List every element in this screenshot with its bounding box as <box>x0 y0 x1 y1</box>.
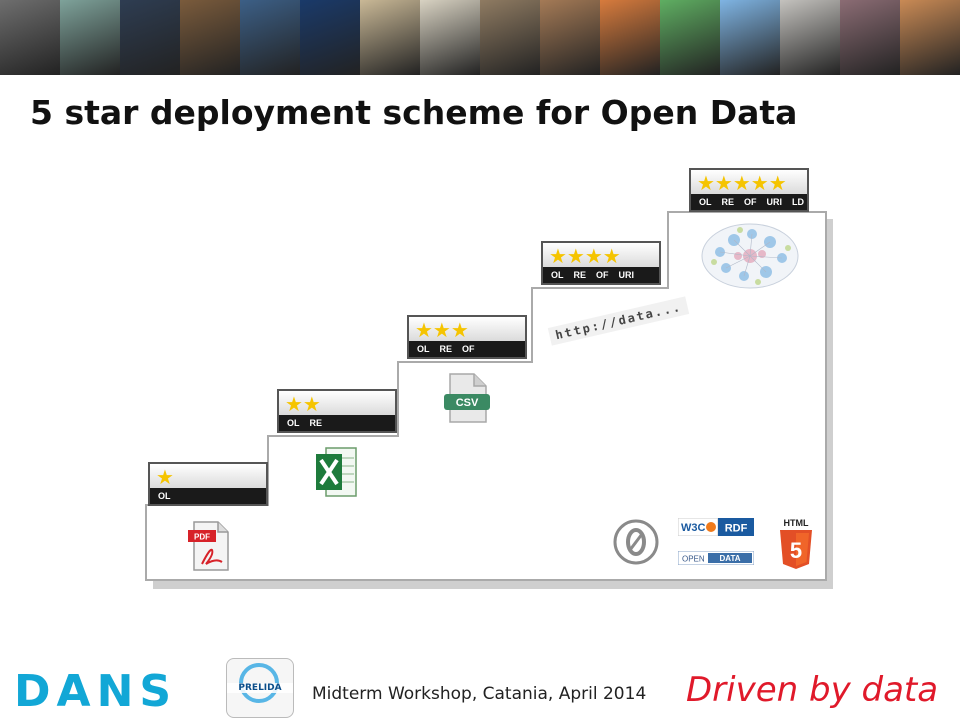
opendata-label-1: OPEN <box>682 555 705 564</box>
badge-1-star: ★ OL <box>148 462 268 506</box>
banner-photo-13 <box>720 0 780 75</box>
html5-icon: HTML 5 <box>778 516 814 574</box>
banner-photo-16 <box>900 0 960 75</box>
code-of: OF <box>596 270 609 280</box>
prelida-logo: PRELIDA <box>226 658 294 718</box>
linked-data-cloud-icon <box>700 222 800 294</box>
banner-photo-3 <box>120 0 180 75</box>
footer-caption: Midterm Workshop, Catania, April 2014 <box>312 684 647 704</box>
code-ol: OL <box>699 197 712 207</box>
banner-photo-9 <box>480 0 540 75</box>
stars: ★★★★★ <box>691 170 807 196</box>
banner-photo-2 <box>60 0 120 75</box>
code-ol: OL <box>417 344 430 354</box>
w3c-label: W3C <box>681 522 706 534</box>
stars: ★ <box>150 464 266 490</box>
code-of: OF <box>462 344 475 354</box>
page-title: 5 star deployment scheme for Open Data <box>30 93 798 132</box>
banner-photo-5 <box>240 0 300 75</box>
code-re: RE <box>439 344 453 354</box>
badge-4-star: ★★★★ OL RE OF URI <box>541 241 661 285</box>
banner-photo-12 <box>660 0 720 75</box>
csv-icon: CSV <box>442 372 492 428</box>
html5-label: HTML <box>784 518 809 528</box>
stars: ★★ <box>279 391 395 417</box>
tagline: Driven by data <box>686 670 939 710</box>
prelida-label: PRELIDA <box>227 683 293 693</box>
banner-photo-8 <box>420 0 480 75</box>
banner-photo-11 <box>600 0 660 75</box>
code-ld: LD <box>792 197 805 207</box>
banner-photo-14 <box>780 0 840 75</box>
code-ol: OL <box>287 418 300 428</box>
code-uri: URI <box>766 197 783 207</box>
banner-photo-4 <box>180 0 240 75</box>
header-banner <box>0 0 960 75</box>
badge-5-star: ★★★★★ OL RE OF URI LD <box>689 168 809 212</box>
banner-photo-1 <box>0 0 60 75</box>
banner-photo-6 <box>300 0 360 75</box>
badge-codes: OL RE <box>279 415 395 431</box>
badge-2-star: ★★ OL RE <box>277 389 397 433</box>
stars: ★★★ <box>409 317 525 343</box>
code-re: RE <box>573 270 587 280</box>
badge-codes: OL RE OF <box>409 341 525 357</box>
banner-photo-7 <box>360 0 420 75</box>
open-data-icon: OPEN DATA <box>677 550 755 569</box>
banner-photo-10 <box>540 0 600 75</box>
csv-label: CSV <box>456 397 479 409</box>
cc0-icon <box>612 518 660 570</box>
badge-3-star: ★★★ OL RE OF <box>407 315 527 359</box>
excel-icon <box>316 446 358 502</box>
banner-photo-15 <box>840 0 900 75</box>
badge-codes: OL <box>150 488 266 504</box>
w3c-rdf-icon: W3C RDF <box>677 517 754 540</box>
pdf-icon: PDF <box>188 520 232 576</box>
badge-codes: OL RE OF URI LD <box>691 194 807 210</box>
dans-logo: DANS <box>14 666 178 717</box>
html5-number: 5 <box>790 538 802 563</box>
code-ol: OL <box>551 270 564 280</box>
code-re: RE <box>309 418 323 428</box>
badge-codes: OL RE OF URI <box>543 267 659 283</box>
opendata-label-2: DATA <box>719 554 740 563</box>
pdf-label: PDF <box>194 533 210 542</box>
code-uri: URI <box>618 270 635 280</box>
rdf-label: RDF <box>725 523 748 535</box>
code-of: OF <box>744 197 757 207</box>
code-ol: OL <box>158 491 171 501</box>
stars: ★★★★ <box>543 243 659 269</box>
code-re: RE <box>721 197 735 207</box>
